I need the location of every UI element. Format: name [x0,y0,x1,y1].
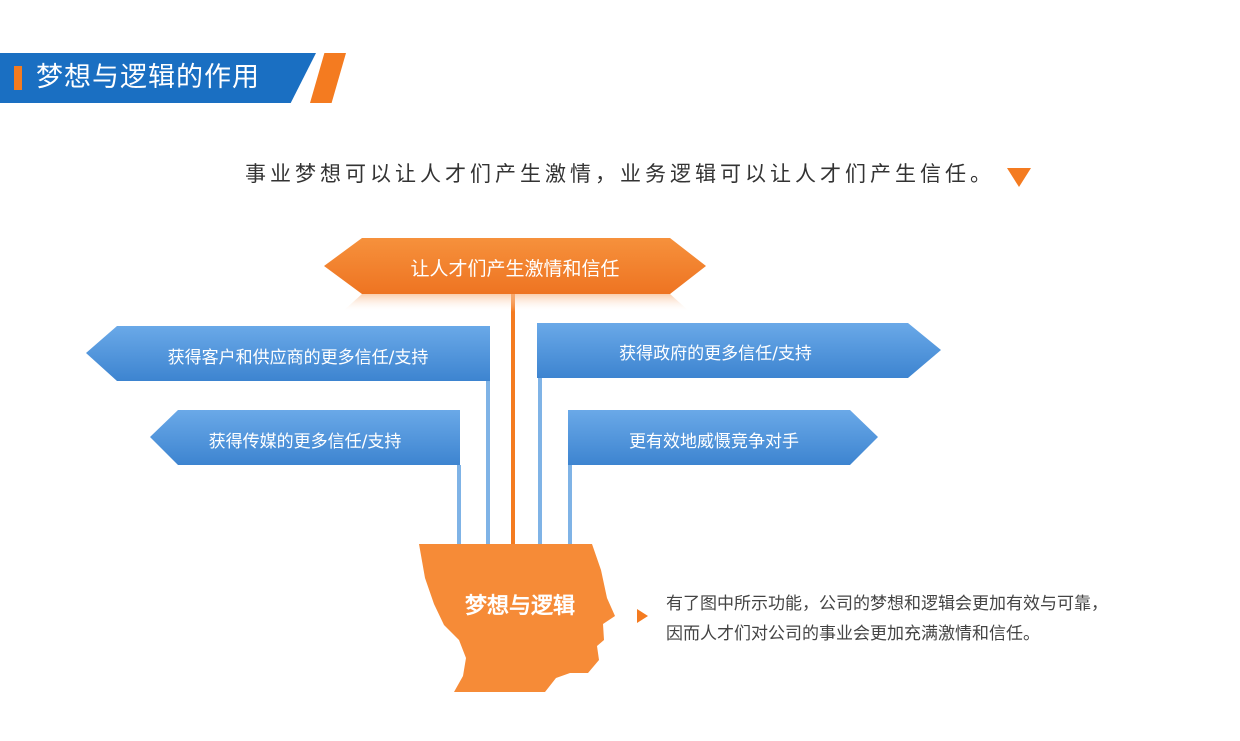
description-text: 有了图中所示功能，公司的梦想和逻辑会更加有效与可靠， 因而人才们对公司的事业会更… [666,589,1206,649]
triangle-down-icon [1007,168,1031,187]
branch-arrow-b2 [537,323,941,378]
title-accent-bar [14,66,22,90]
center-node-label: 让人才们产生激情和信任 [410,258,620,280]
title-banner [0,53,316,103]
branch-label-customers: 获得客户和供应商的更多信任/支持 [167,348,429,368]
triangle-right-icon [637,609,648,623]
head-label: 梦想与逻辑 [464,594,575,619]
page-title: 梦想与逻辑的作用 [36,62,260,93]
subtitle-text: 事业梦想可以让人才们产生激情，业务逻辑可以让人才们产生信任。 [245,162,995,186]
branch-label-competitors: 更有效地威慑竞争对手 [629,432,799,452]
branch-label-media: 获得传媒的更多信任/支持 [208,432,402,452]
branch-label-government: 获得政府的更多信任/支持 [619,344,812,364]
branch-arrow-b1 [86,326,490,381]
branch-arrow-b4 [568,410,878,465]
center-hexagon [324,238,706,294]
description-line-2: 因而人才们对公司的事业会更加充满激情和信任。 [666,624,1040,644]
branch-arrow-b3 [150,410,460,465]
head-silhouette [419,544,615,692]
center-hexagon-reflection [342,294,690,312]
description-line-1: 有了图中所示功能，公司的梦想和逻辑会更加有效与可靠， [666,594,1108,614]
